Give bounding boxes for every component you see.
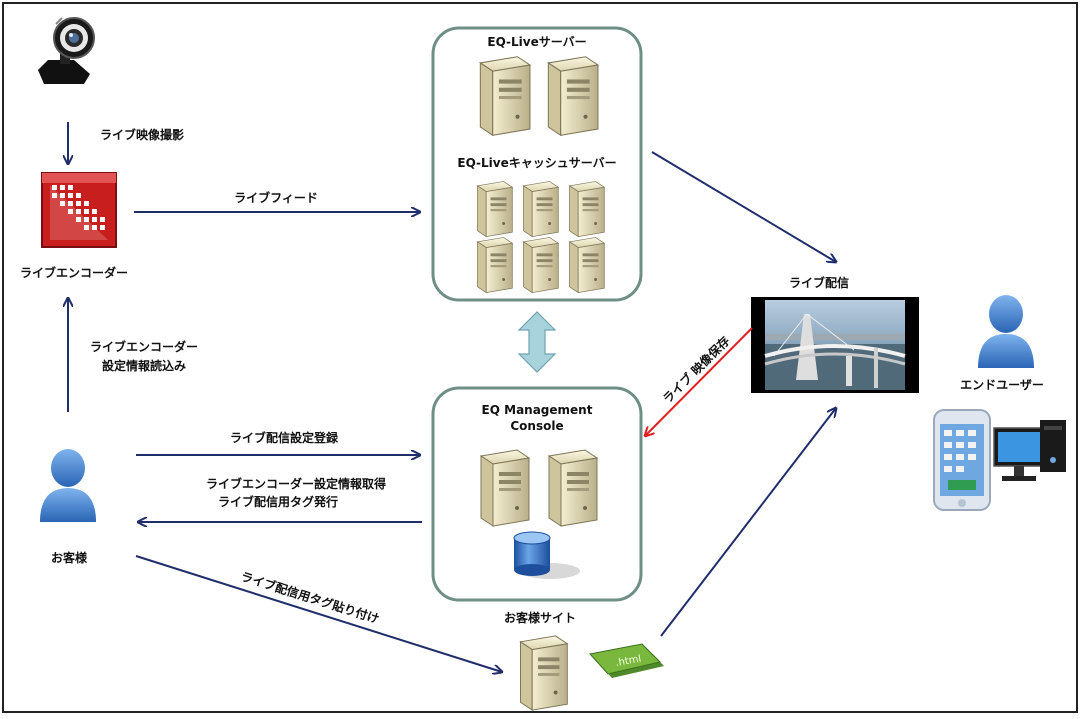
- customer-user-icon: [40, 449, 96, 522]
- label-settings-get-1: ライブエンコーダー設定情報取得: [206, 476, 386, 491]
- customer-site-server-icon: [519, 635, 568, 711]
- customer-label: お客様: [51, 550, 88, 565]
- sync-double-arrow: [517, 311, 557, 373]
- arrow-video-save: [645, 327, 753, 436]
- cache-server-icon: [477, 181, 513, 237]
- cache-server-icon: [569, 237, 605, 293]
- arrow-site-to-delivery: [660, 408, 836, 637]
- eq-management-console-panel: [431, 386, 643, 602]
- label-video-save: ライブ 映像保存: [660, 333, 733, 406]
- webcam-icon: [38, 17, 95, 84]
- live-encoder-icon: [41, 172, 117, 248]
- cache-server-icon: [569, 181, 605, 237]
- end-user-label: エンドユーザー: [960, 378, 1044, 392]
- live-server-title: EQ-Liveサーバー: [487, 35, 586, 49]
- label-delivery-register: ライブ配信設定登録: [230, 430, 339, 445]
- live-server-icon: [547, 56, 599, 136]
- label-encoder-settings-1: ライブエンコーダー: [90, 339, 198, 354]
- diagram-canvas: EQ-Liveサーバー EQ-Liveキャッシュサーバー EQ Manageme…: [20, 17, 1066, 711]
- label-encoder-settings-2: 設定情報読込み: [102, 358, 186, 373]
- end-user-icon: [978, 295, 1034, 368]
- cache-server-title: EQ-Liveキャッシュサーバー: [457, 156, 616, 170]
- label-tag-paste: ライブ配信用タグ貼り付け: [239, 569, 381, 627]
- desktop-pc-icon: [993, 420, 1066, 481]
- camera-caption: ライブ映像撮影: [100, 127, 184, 142]
- mgmt-server-icon: [548, 449, 598, 527]
- smartphone-icon: [933, 409, 991, 511]
- label-live-feed: ライブフィード: [234, 190, 318, 205]
- encoder-label: ライブエンコーダー: [20, 265, 128, 280]
- cache-server-icon: [523, 181, 559, 237]
- mgmt-title-line2: Console: [510, 419, 563, 433]
- cache-server-icon: [477, 237, 513, 293]
- arrow-tag-paste: [135, 555, 502, 672]
- html-file-icon: .html: [589, 643, 664, 678]
- mgmt-server-icon: [480, 449, 530, 527]
- mgmt-title-line1: EQ Management: [482, 403, 593, 417]
- live-server-icon: [479, 56, 531, 136]
- cache-server-icon: [523, 237, 559, 293]
- database-icon: [513, 531, 580, 579]
- live-delivery-label: ライブ配信: [789, 275, 849, 290]
- html-badge: .html: [615, 654, 642, 669]
- live-video-thumbnail: [751, 297, 919, 393]
- label-settings-get-2: ライブ配信用タグ発行: [218, 494, 338, 509]
- arrow-server-to-delivery: [651, 151, 836, 262]
- customer-site-label: お客様サイト: [504, 610, 576, 625]
